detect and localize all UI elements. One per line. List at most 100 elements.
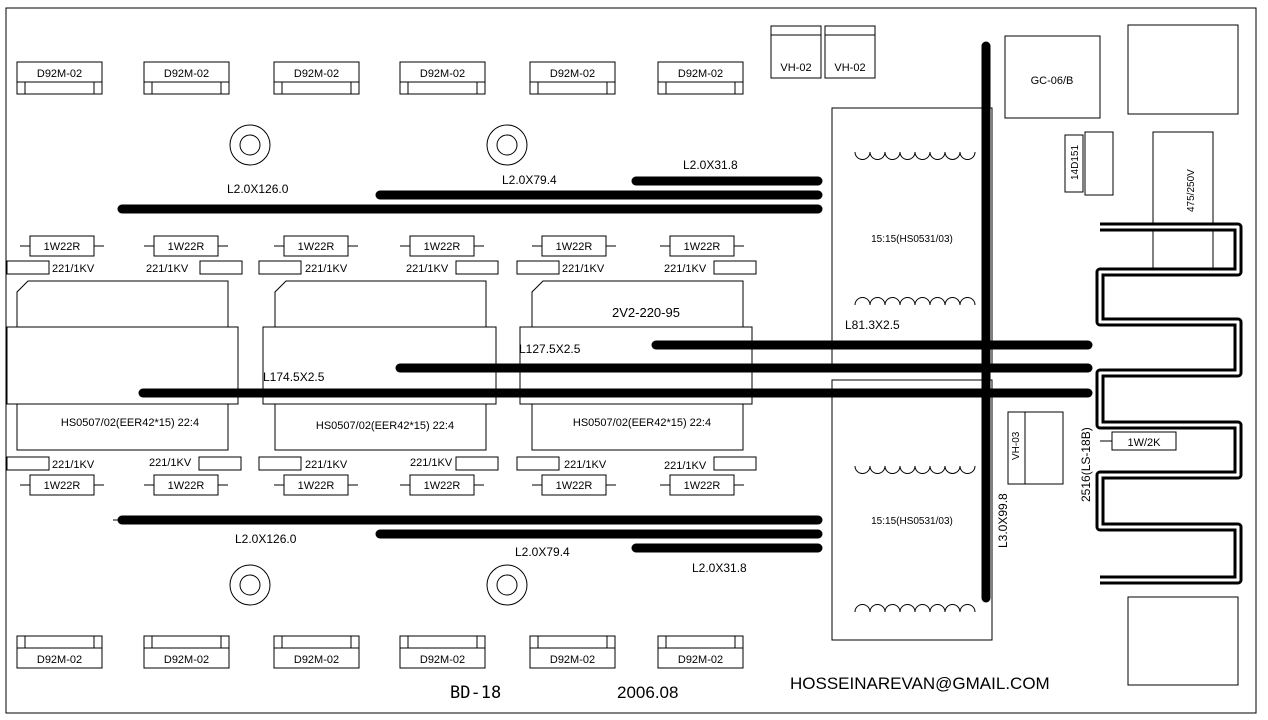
connector-vh02: VH-02 [770, 25, 822, 79]
diode-label: D92M-02 [164, 68, 209, 80]
resistor-label: 1W22R [684, 241, 721, 253]
capacitor-label: 221/1KV [52, 263, 95, 275]
wire-label-l174: L174.5X2.5 [263, 370, 325, 384]
diode: D92M-02 [657, 635, 744, 669]
transformer-small-label: 15:15(HS0531/03) [871, 516, 953, 527]
diode-label: D92M-02 [550, 654, 595, 666]
resistor-label: 1W22R [424, 241, 461, 253]
diode: D92M-02 [273, 61, 360, 95]
varistor-label: 14D151 [1070, 145, 1081, 180]
wire-label-l126-bottom: L2.0X126.0 [235, 532, 297, 546]
diode-label: D92M-02 [37, 68, 82, 80]
diode-row-top: D92M-02 D92M-02 D92M-02 D92M-02 D92M-02 … [16, 61, 744, 95]
capacitor-475-250v: 475/250V [1152, 131, 1214, 270]
capacitor-body [258, 260, 302, 275]
capacitor-row-top: 221/1KV 221/1KV 221/1KV 221/1KV 221/1KV … [6, 260, 757, 275]
diode: D92M-02 [529, 635, 616, 669]
capacitor-body [713, 260, 757, 275]
capacitor-label: 221/1KV [410, 457, 453, 469]
transformer-small-bottom: 15:15(HS0531/03) [831, 379, 993, 641]
mounting-hole [229, 564, 271, 606]
cap-475-label: 475/250V [1186, 169, 1197, 212]
resistor-label: 1W22R [298, 480, 335, 492]
wire-label-l31-bottom: L2.0X31.8 [692, 561, 747, 575]
connector-vh02: VH-02 [824, 25, 876, 79]
wire-label-l126-top: L2.0X126.0 [227, 182, 289, 196]
component-block [1127, 596, 1239, 686]
capacitor-label: 221/1KV [406, 263, 449, 275]
capacitor-label: 221/1KV [664, 460, 707, 472]
coil-2516-label: 2516(LS-18B) [1079, 427, 1093, 502]
capacitor-label: 221/1KV [664, 263, 707, 275]
transformer-large: HS0507/02(EER42*15) 22:4 [262, 280, 497, 451]
resistor: 1W22R [532, 474, 616, 496]
vh03-label: VH-03 [1011, 431, 1022, 460]
varistor-14d151: 14D151 [1064, 131, 1114, 196]
resistor: 1W22R [20, 235, 104, 257]
diode-label: D92M-02 [678, 68, 723, 80]
capacitor-row-bottom: 221/1KV 221/1KV 221/1KV 221/1KV 221/1KV … [6, 456, 757, 472]
email-address: HOSSEINAREVAN@GMAIL.COM [790, 674, 1050, 693]
resistor-1w2k-label: 1W/2K [1127, 437, 1161, 449]
connector-label: VH-02 [780, 62, 811, 74]
wire-label-l79-top: L2.0X79.4 [502, 173, 557, 187]
capacitor-label: 221/1KV [146, 263, 189, 275]
diode: D92M-02 [16, 635, 103, 669]
connector-vh03: VH-03 [1007, 411, 1064, 485]
relay-gc06b: GC-06/B [1004, 35, 1101, 119]
wire-bundle-bottom [117, 515, 823, 553]
transformer-label: HS0507/02(EER42*15) 22:4 [61, 417, 199, 429]
resistor-row-top: 1W22R 1W22R 1W22R 1W22R 1W22R 1W22R [20, 235, 744, 257]
capacitor-body [258, 456, 302, 471]
resistor: 1W22R [144, 235, 228, 257]
diode-label: D92M-02 [420, 68, 465, 80]
resistor: 1W22R [660, 235, 744, 257]
capacitor-body [516, 456, 560, 471]
wire-label-l79-bottom: L2.0X79.4 [515, 545, 570, 559]
wire-label-l3-0: L3.0X99.8 [996, 493, 1010, 548]
relay-label: GC-06/B [1031, 75, 1074, 87]
resistor-label: 1W22R [424, 480, 461, 492]
resistor: 1W22R [274, 235, 358, 257]
resistor-1w2k: 1W/2K [1100, 431, 1177, 451]
wire-label-l81: L81.3X2.5 [845, 318, 900, 332]
diode: D92M-02 [16, 61, 103, 95]
diode-row-bottom: D92M-02 D92M-02 D92M-02 D92M-02 D92M-02 … [16, 635, 744, 669]
resistor: 1W22R [532, 235, 616, 257]
resistor-label: 1W22R [168, 241, 205, 253]
mounting-hole [229, 124, 271, 166]
transformer-large: HS0507/02(EER42*15) 22:4 [6, 280, 239, 451]
transformer-small-top: 15:15(HS0531/03) [831, 107, 993, 367]
board-outline [5, 7, 1257, 714]
connector-label: VH-02 [834, 62, 865, 74]
resistor-label: 1W22R [298, 241, 335, 253]
mounting-hole [486, 564, 528, 606]
capacitor-label: 221/1KV [562, 263, 605, 275]
diode: D92M-02 [143, 61, 230, 95]
resistor-label: 1W22R [168, 480, 205, 492]
capacitor-body [713, 456, 757, 471]
resistor: 1W22R [400, 474, 484, 496]
capacitor-body [516, 260, 560, 275]
resistor-label: 1W22R [556, 241, 593, 253]
resistor-label: 1W22R [556, 480, 593, 492]
capacitor-body [6, 260, 50, 275]
resistor: 1W22R [274, 474, 358, 496]
capacitor-label: 221/1KV [564, 459, 607, 471]
wire-bundle-top [117, 176, 823, 214]
diode-label: D92M-02 [420, 654, 465, 666]
resistor-label: 1W22R [44, 480, 81, 492]
diode: D92M-02 [657, 61, 744, 95]
resistor: 1W22R [144, 474, 228, 496]
wire-label-l127: L127.5X2.5 [519, 342, 581, 356]
diode: D92M-02 [529, 61, 616, 95]
resistor: 1W22R [400, 235, 484, 257]
board-name: BD-18 [450, 683, 501, 703]
capacitor-body [6, 456, 50, 471]
resistor-row-bottom: 1W22R 1W22R 1W22R 1W22R 1W22R 1W22R [20, 474, 744, 496]
capacitor-body [198, 456, 242, 471]
diode: D92M-02 [399, 61, 486, 95]
capacitor-body [455, 456, 499, 471]
